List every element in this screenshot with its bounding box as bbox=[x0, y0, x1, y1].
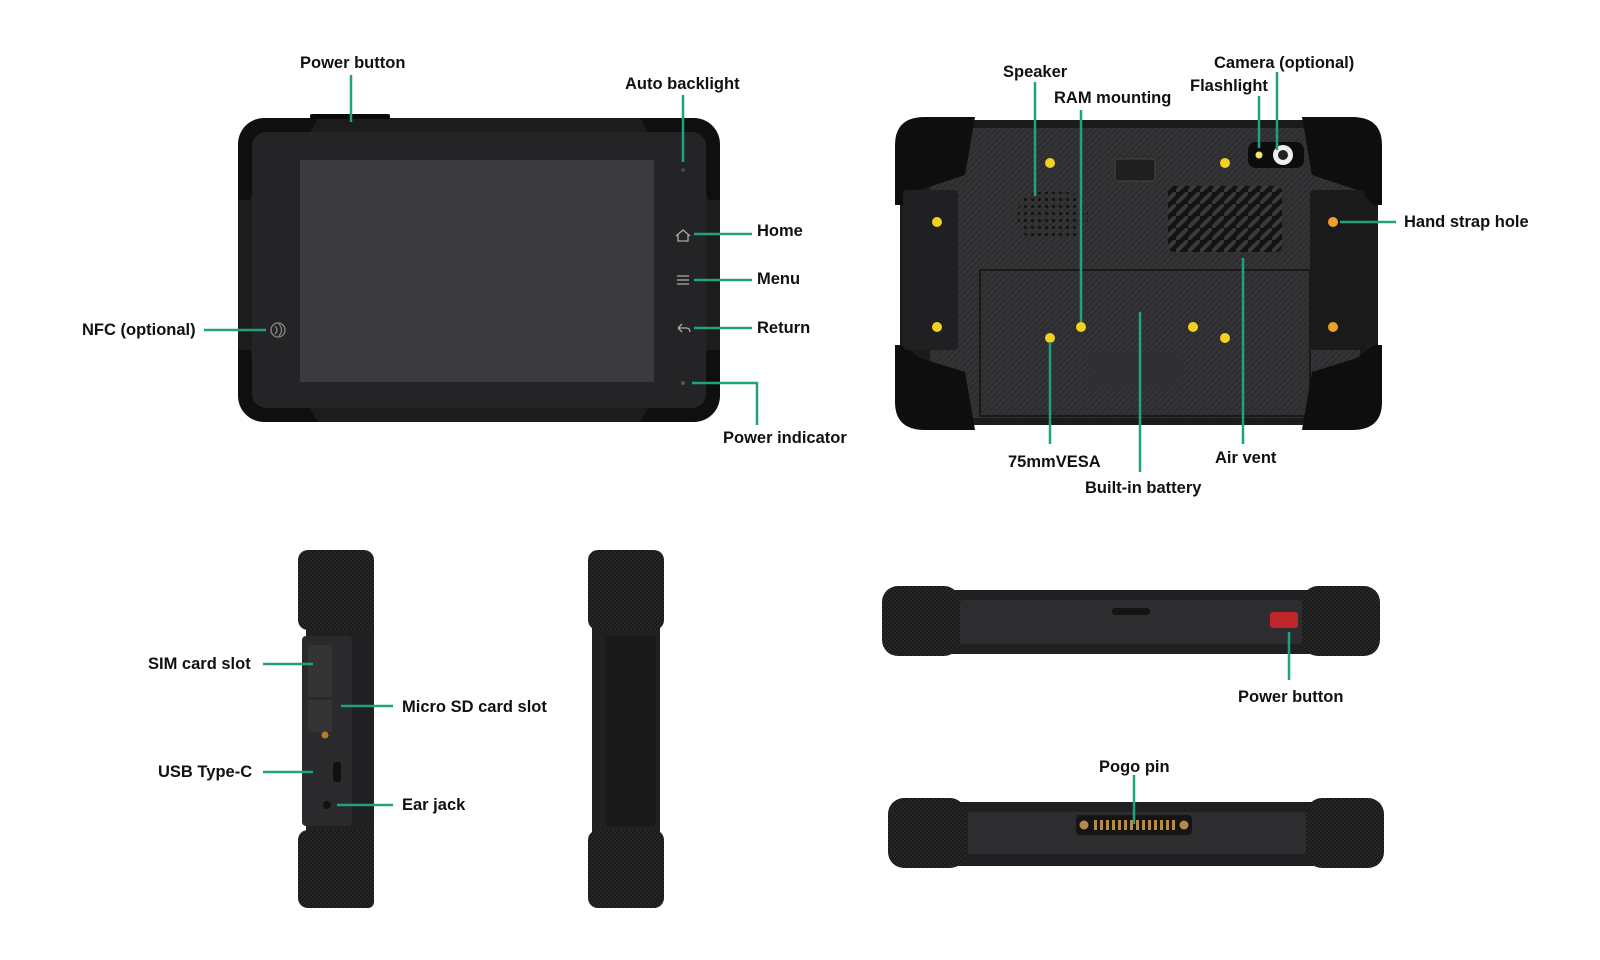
label-ram-mounting: RAM mounting bbox=[1054, 89, 1172, 107]
label-home: Home bbox=[757, 222, 803, 240]
label-menu: Menu bbox=[757, 270, 801, 288]
ear-jack-port bbox=[323, 801, 331, 809]
camera-module bbox=[1248, 142, 1304, 168]
sim-slot bbox=[308, 645, 332, 697]
bottom-edge-view bbox=[888, 798, 1384, 868]
speaker-grille bbox=[1018, 192, 1088, 240]
sd-slot bbox=[308, 700, 332, 732]
label-plate bbox=[1090, 352, 1182, 388]
leader-lines bbox=[204, 72, 1396, 824]
label-air-vent: Air vent bbox=[1215, 449, 1277, 467]
label-ear-jack: Ear jack bbox=[402, 796, 466, 814]
side-view-right bbox=[588, 550, 664, 908]
label-vesa: 75mmVESA bbox=[1008, 453, 1101, 471]
home-icon bbox=[675, 229, 691, 242]
light-sensor bbox=[681, 168, 685, 172]
label-camera: Camera (optional) bbox=[1214, 54, 1355, 72]
back-view bbox=[895, 117, 1382, 430]
back-bumper-br bbox=[1302, 345, 1382, 430]
label-sim-slot: SIM card slot bbox=[148, 655, 251, 673]
strap-hole-top bbox=[1328, 217, 1338, 227]
side-view-ports bbox=[298, 550, 374, 908]
back-lower-panel bbox=[979, 269, 1311, 417]
label-hand-strap-hole: Hand strap hole bbox=[1404, 213, 1529, 231]
strap-hole-bottom bbox=[1328, 322, 1338, 332]
usb-c-port bbox=[333, 762, 341, 782]
back-bumper-tr bbox=[1302, 117, 1382, 205]
label-micro-sd: Micro SD card slot bbox=[402, 698, 547, 716]
logo-plate bbox=[1114, 158, 1156, 182]
label-battery: Built-in battery bbox=[1085, 479, 1202, 497]
edge-power-key bbox=[1270, 612, 1298, 628]
left-grip bbox=[903, 190, 958, 350]
label-power-indicator: Power indicator bbox=[723, 429, 847, 447]
power-led bbox=[681, 381, 685, 385]
label-usb-c: USB Type-C bbox=[158, 763, 253, 781]
nfc-icon bbox=[270, 322, 286, 338]
label-power-button-edge: Power button bbox=[1238, 688, 1344, 706]
return-icon bbox=[677, 323, 691, 333]
label-power-button-top: Power button bbox=[300, 54, 406, 72]
menu-icon bbox=[677, 275, 689, 285]
label-speaker: Speaker bbox=[1003, 63, 1068, 81]
back-bumper-bl bbox=[895, 345, 975, 430]
back-bumper-tl bbox=[895, 117, 975, 205]
air-vent bbox=[1168, 186, 1282, 252]
top-edge-view bbox=[882, 586, 1380, 656]
front-screen bbox=[300, 160, 654, 382]
front-view bbox=[238, 114, 720, 422]
label-flashlight: Flashlight bbox=[1190, 77, 1268, 95]
label-return: Return bbox=[757, 319, 811, 337]
mount-pins bbox=[932, 158, 1338, 343]
label-auto-backlight: Auto backlight bbox=[625, 75, 740, 93]
label-nfc: NFC (optional) bbox=[82, 321, 196, 339]
label-pogo-pin: Pogo pin bbox=[1099, 758, 1170, 776]
right-grip bbox=[1310, 190, 1365, 350]
flashlight-led bbox=[1255, 151, 1263, 159]
